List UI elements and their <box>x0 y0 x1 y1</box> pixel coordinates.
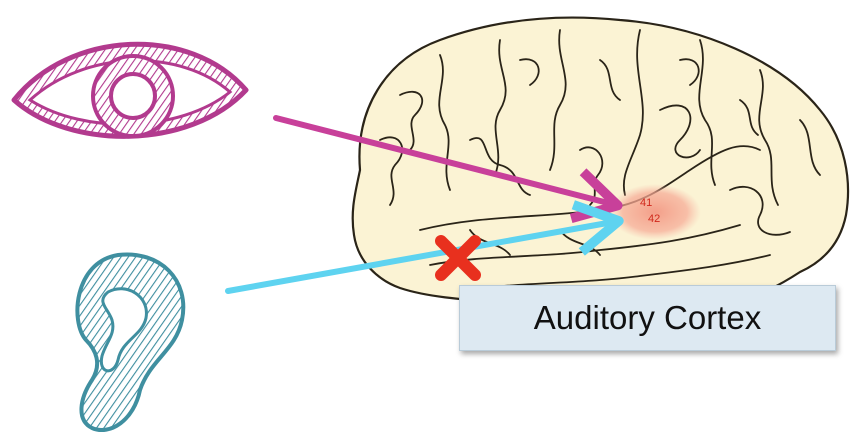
area-label-41: 41 <box>640 197 652 209</box>
brain-illustration: 41 42 <box>353 17 848 308</box>
area-label-42: 42 <box>648 213 660 225</box>
auditory-cortex-label: Auditory Cortex <box>459 285 836 351</box>
eye-icon <box>14 44 246 136</box>
ear-icon <box>77 254 183 430</box>
